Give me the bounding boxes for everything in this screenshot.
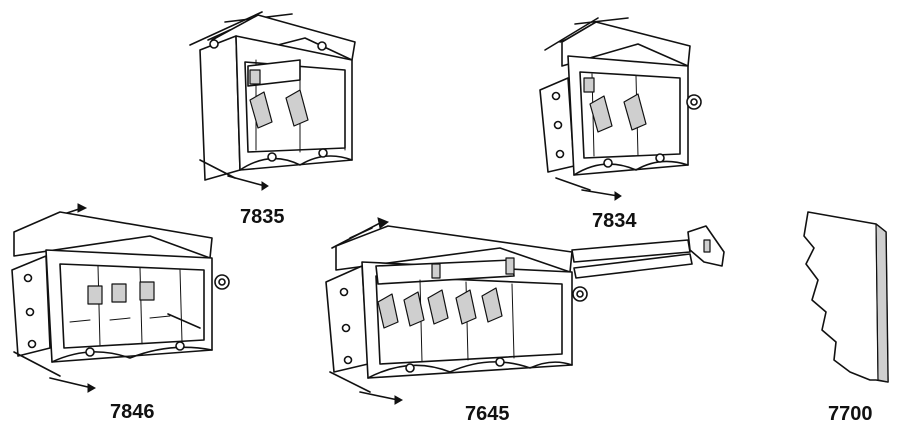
model-label-7835: 7835	[240, 206, 285, 228]
box-7846-illustration	[11, 203, 230, 393]
box-7834-illustration	[539, 17, 702, 201]
model-label-7700: 7700	[828, 403, 873, 425]
model-label-7846: 7846	[110, 401, 155, 423]
box-7835-illustration	[189, 11, 356, 191]
divider-7700-illustration	[803, 211, 889, 383]
model-label-7645: 7645	[465, 403, 510, 425]
model-label-7834: 7834	[592, 210, 637, 232]
box-7645-illustration	[325, 217, 725, 405]
